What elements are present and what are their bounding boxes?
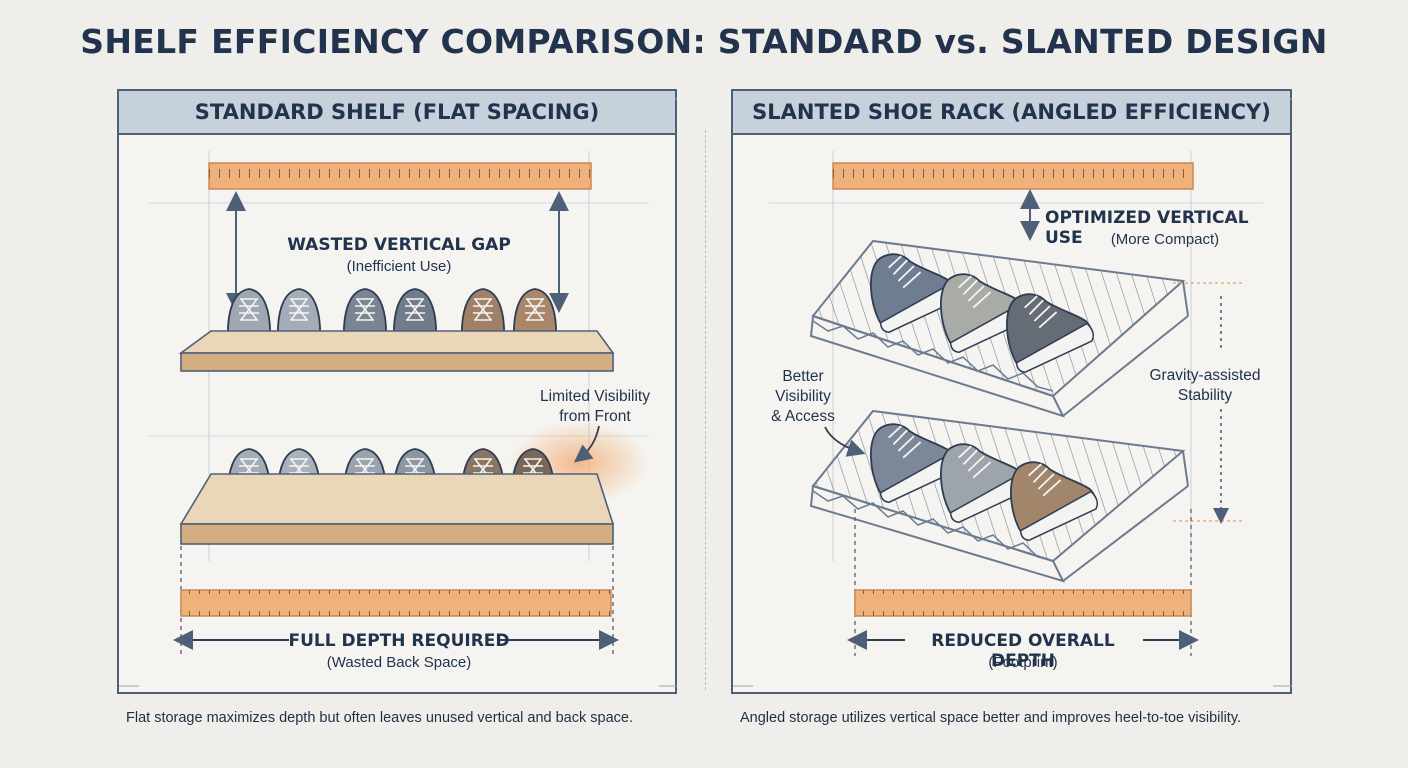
full-depth-sublabel: (Wasted Back Space) [326,654,472,671]
gravity-label: Gravity-assisted Stability [1135,366,1275,406]
bottom-ruler [180,589,612,617]
standard-shelf-caption: Flat storage maximizes depth but often l… [126,710,633,726]
slanted-rack-panel: SLANTED SHOE RACK (ANGLED EFFICIENCY) OP… [731,89,1292,694]
limited-visibility-line1: Limited Visibility [540,388,650,405]
lower-wood-shelf [179,473,615,545]
access-line3: & Access [771,408,835,425]
optimized-vertical-label: OPTIMIZED VERTICAL USE [1045,208,1249,248]
reduced-depth-sublabel: (Footprint) [988,654,1058,671]
wasted-gap-sublabel: (Inefficient Use) [346,258,452,275]
optimized-vertical-sublabel: (More Compact) [1110,231,1220,248]
full-depth-label: FULL DEPTH REQUIRED [288,631,510,651]
top-ruler [832,162,1194,190]
standard-shelf-illustration [119,98,677,687]
gravity-line2: Stability [1177,387,1233,404]
visibility-arrow [573,425,600,463]
standard-shelf-header: STANDARD SHELF (FLAT SPACING) [119,91,675,135]
slanted-rack-header: SLANTED SHOE RACK (ANGLED EFFICIENCY) [733,91,1290,135]
wasted-gap-label: WASTED VERTICAL GAP [287,235,511,255]
page-title: SHELF EFFICIENCY COMPARISON: STANDARD vs… [80,22,1328,61]
gravity-line1: Gravity-assisted [1149,367,1261,384]
upper-wood-shelf [178,330,615,372]
bottom-ruler [854,589,1192,617]
standard-shelf-panel: STANDARD SHELF (FLAT SPACING) WASTED VER… [117,89,677,694]
center-divider [705,130,706,690]
access-line2: Visibility [775,388,831,405]
limited-visibility-label: Limited Visibility from Front [515,387,675,427]
top-ruler [208,162,592,190]
access-arrow [824,426,866,457]
slanted-rack-illustration [733,98,1292,687]
access-label: Better Visibility & Access [763,367,843,427]
limited-visibility-line2: from Front [559,408,631,425]
reduced-depth-label: REDUCED OVERALL DEPTH [931,631,1115,671]
slanted-rack-caption: Angled storage utilizes vertical space b… [740,710,1242,726]
access-line1: Better [782,368,824,385]
